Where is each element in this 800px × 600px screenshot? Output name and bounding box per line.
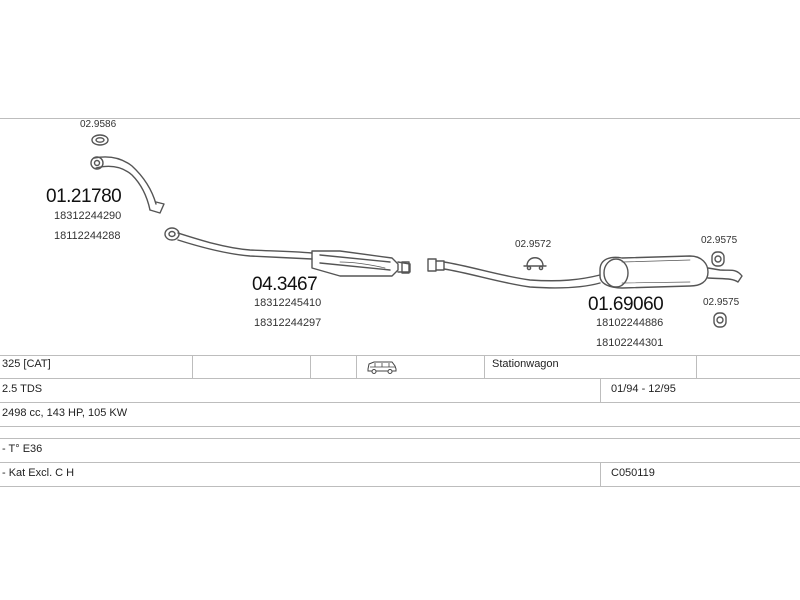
table-line [0,462,800,463]
front-pipe-part [90,156,165,214]
vehicle-model: 325 [CAT] [2,358,51,370]
clamp-ref: 02.9572 [515,239,552,250]
catalyst-part [164,227,411,277]
table-line [0,426,800,427]
diagram-top-border [0,118,800,119]
station-wagon-icon [367,361,397,374]
table-divider [356,355,357,378]
catalyst-ref: 04.3467 [252,274,318,295]
table-line [0,438,800,439]
front-pipe-oem-1: 18312244290 [54,210,122,222]
table-line [0,402,800,403]
gasket-ring-icon [91,134,109,146]
table-line [0,355,800,356]
catalyst-oem-1: 18312245410 [254,297,322,309]
table-divider [310,355,311,378]
clamp-icon [523,257,547,271]
engine-type: 2.5 TDS [2,383,43,395]
table-divider [600,462,601,486]
rubber-mount-bottom-icon [713,312,727,328]
rubber-mount-top-ref: 02.9575 [701,235,738,246]
table-divider [600,378,601,402]
rubber-mount-top-icon [711,251,725,267]
rear-pipe-part [427,258,601,289]
engine-spec: 2498 cc, 143 HP, 105 KW [2,407,128,419]
rear-silencer-ref: 01.69060 [588,294,664,315]
table-divider [484,355,485,378]
table-divider [696,355,697,378]
table-line [0,378,800,379]
body-type: Stationwagon [492,358,559,370]
rubber-mount-bottom-ref: 02.9575 [703,297,740,308]
front-pipe-ref: 01.21780 [46,186,122,207]
catalog-code: C050119 [611,467,655,479]
table-line [0,486,800,487]
rear-silencer-part [599,255,743,289]
production-years: 01/94 - 12/95 [611,383,676,395]
table-divider [192,355,193,378]
exhaust-diagram [90,134,743,328]
gasket-ref: 02.9586 [80,119,117,130]
catalyst-oem-2: 18312244297 [254,317,322,329]
rear-silencer-oem-1: 18102244886 [596,317,664,329]
catalyst-note: - Kat Excl. C H [2,467,75,479]
rear-silencer-oem-2: 18102244301 [596,337,664,349]
chassis-note: - T° E36 [2,443,43,455]
front-pipe-oem-2: 18112244288 [54,230,121,242]
